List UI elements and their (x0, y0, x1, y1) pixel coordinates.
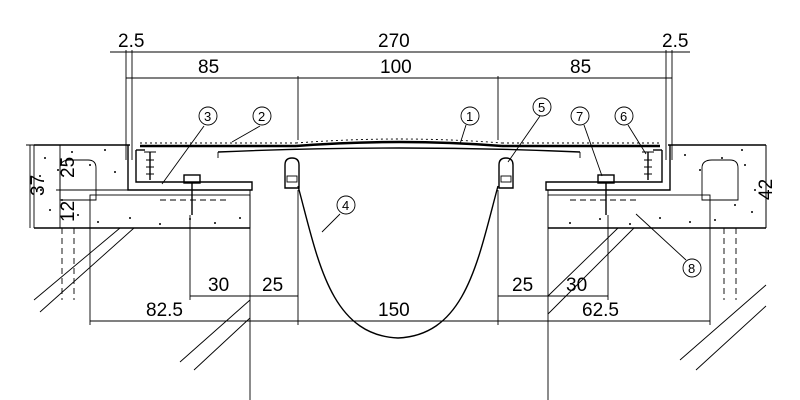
dim-edge-left: 2.5 (118, 31, 144, 52)
callout-5: 5 (532, 97, 552, 117)
callout-8: 8 (682, 258, 702, 278)
callout-2: 2 (252, 106, 272, 126)
callout-2-label: 2 (258, 109, 265, 124)
cover-plate (140, 138, 660, 158)
left-vertical-dims (26, 144, 130, 228)
dim-bottom-150: 150 (378, 300, 410, 321)
dim-height-25: 25 (58, 157, 79, 178)
callout-4-label: 4 (342, 198, 349, 213)
dim-seg-center: 100 (380, 57, 412, 78)
callout-3-label: 3 (204, 109, 211, 124)
wall-lines (33, 190, 767, 400)
callout-5-label: 5 (538, 100, 545, 115)
callout-7: 7 (570, 106, 590, 126)
dim-top-total: 270 (378, 31, 410, 52)
callout-4: 4 (336, 195, 356, 215)
callout-7-label: 7 (576, 109, 583, 124)
anchor-bolts (160, 174, 640, 215)
callout-leaders (161, 115, 687, 261)
callout-8-label: 8 (688, 261, 695, 276)
bottom-dimension-lines (89, 190, 711, 325)
clip-rails (284, 157, 514, 189)
callout-3: 3 (198, 106, 218, 126)
callout-1: 1 (460, 106, 480, 126)
edge-screws (144, 151, 654, 180)
dim-height-42: 42 (756, 179, 777, 200)
top-dimension-lines (110, 50, 690, 160)
callout-6-label: 6 (620, 109, 627, 124)
dim-bottom-25-right: 25 (512, 275, 533, 296)
dim-bottom-30-left: 30 (208, 275, 229, 296)
dim-height-12: 12 (58, 201, 79, 222)
dim-seg-right: 85 (570, 57, 591, 78)
dim-bottom-25-left: 25 (262, 275, 283, 296)
dim-edge-right: 2.5 (662, 31, 688, 52)
flexible-seal (297, 185, 499, 339)
base-frames (127, 145, 671, 191)
dim-seg-left: 85 (198, 57, 219, 78)
dim-bottom-30-right: 30 (566, 275, 587, 296)
dim-bottom-62-5: 62.5 (582, 300, 619, 321)
dim-height-37: 37 (28, 175, 49, 196)
sleeper-pads (59, 159, 739, 201)
callout-1-label: 1 (466, 109, 473, 124)
callout-6: 6 (614, 106, 634, 126)
dim-bottom-82-5: 82.5 (146, 300, 183, 321)
concrete-slab-right (548, 144, 767, 229)
